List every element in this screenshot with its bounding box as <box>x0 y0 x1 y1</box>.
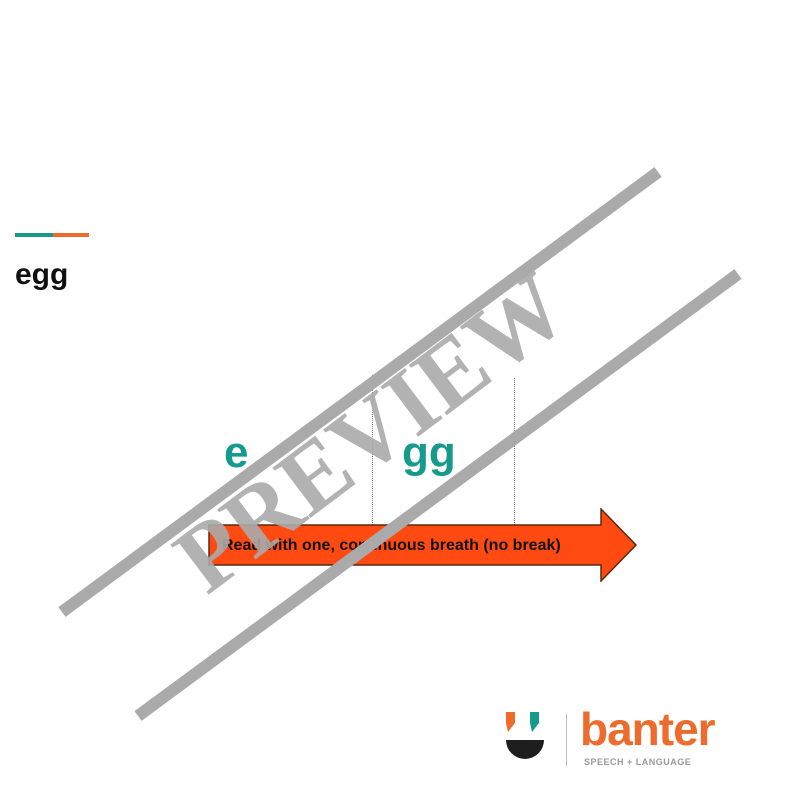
logo-tagline: SPEECH + LANGUAGE <box>584 757 692 767</box>
segment-e: e <box>224 428 249 477</box>
accent-bar-teal <box>15 233 53 237</box>
segment-divider-2 <box>514 378 515 525</box>
continuous-breath-arrow: Read with one, continuous breath (no bre… <box>208 508 638 582</box>
segment-gg: gg <box>402 428 456 477</box>
logo-wordmark: banter <box>580 703 716 755</box>
arrow-label: Read with one, continuous breath (no bre… <box>222 537 561 554</box>
logo-mark-icon <box>506 712 544 759</box>
word-heading: egg <box>15 258 69 291</box>
logo-separator <box>566 714 567 766</box>
accent-bar-orange <box>53 233 89 237</box>
segment-divider-1 <box>372 375 373 525</box>
watermark-line-bottom <box>134 269 742 721</box>
accent-bar <box>15 233 89 237</box>
banter-logo: banter SPEECH + LANGUAGE <box>504 703 744 772</box>
